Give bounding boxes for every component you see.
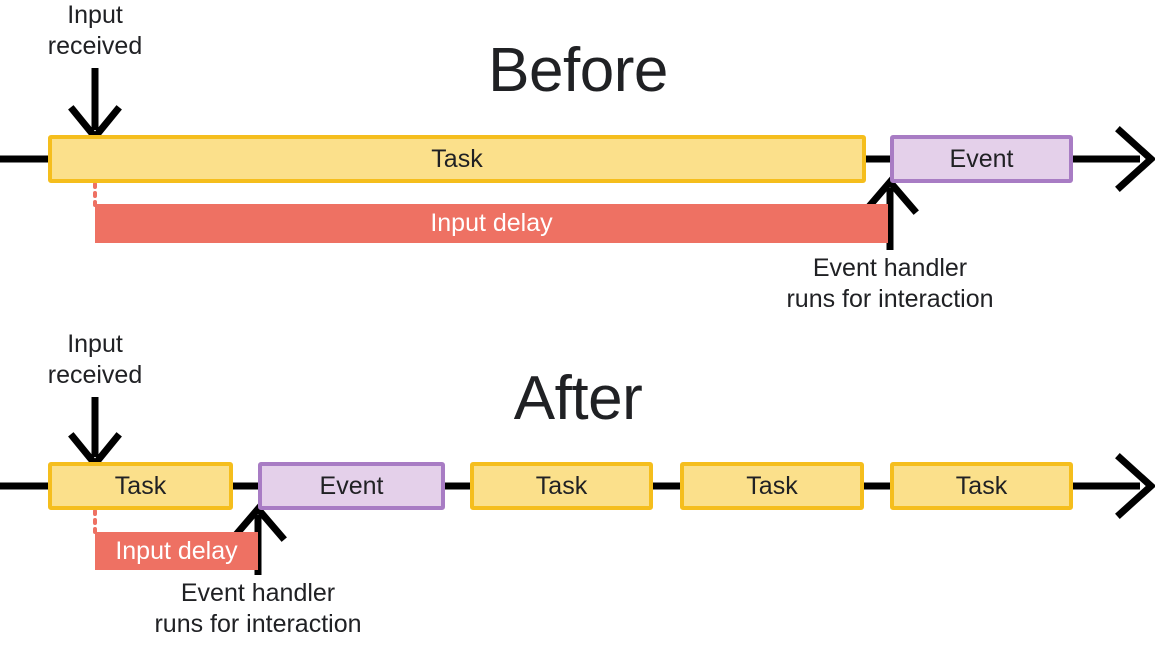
after-event-handler-line2: runs for interaction — [154, 609, 362, 638]
before-input-received-line2: received — [47, 31, 143, 60]
after-event-block[interactable]: Event — [258, 462, 445, 510]
after-event-label: Event — [319, 471, 384, 500]
before-event-handler-line1: Event handler — [812, 254, 968, 282]
after-event-handler-line1: Event handler — [180, 579, 336, 607]
after-title: After — [513, 364, 643, 433]
after-timeline-arrowhead — [1115, 453, 1155, 519]
before-input-received-line1: Input — [67, 1, 123, 29]
after-task-block-2[interactable]: Task — [470, 462, 653, 510]
before-task-block[interactable]: Task — [48, 135, 866, 183]
after-task-label-4: Task — [955, 471, 1008, 500]
after-task-label-1: Task — [114, 471, 167, 500]
after-event-handler-label: Event handler runs for interaction — [108, 578, 408, 639]
before-event-handler-line2: runs for interaction — [786, 284, 994, 313]
after-input-delay-label: Input delay — [115, 536, 238, 565]
before-input-delay-label: Input delay — [430, 209, 553, 237]
before-input-delay-block[interactable]: Input delay — [95, 204, 888, 243]
before-event-label: Event — [949, 144, 1014, 173]
after-input-received-line2: received — [47, 360, 143, 389]
before-title: Before — [488, 36, 668, 105]
after-input-received-label: Input received — [10, 329, 180, 390]
before-event-block[interactable]: Event — [890, 135, 1073, 183]
before-input-received-label: Input received — [10, 0, 180, 61]
before-event-handler-label: Event handler runs for interaction — [740, 253, 1040, 314]
before-input-arrowhead — [68, 105, 122, 143]
before-timeline-arrowhead — [1115, 126, 1155, 192]
after-task-label-3: Task — [746, 471, 798, 500]
before-task-label: Task — [431, 144, 483, 173]
after-task-block-4[interactable]: Task — [890, 462, 1073, 510]
after-input-arrowhead — [68, 432, 122, 470]
after-input-received-line1: Input — [67, 330, 123, 358]
after-task-block-1[interactable]: Task — [48, 462, 233, 510]
after-input-delay-block[interactable]: Input delay — [95, 532, 258, 570]
after-task-block-3[interactable]: Task — [680, 462, 864, 510]
after-task-label-2: Task — [535, 471, 588, 500]
